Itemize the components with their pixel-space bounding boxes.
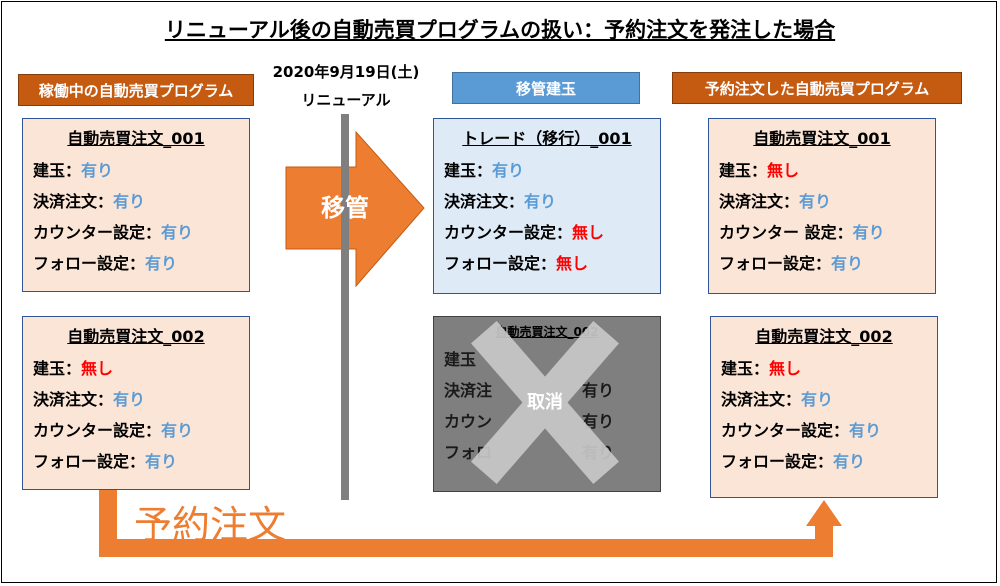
- renewal-date: 2020年9月19日(土) リニューアル: [262, 58, 430, 114]
- card-title: 自動売買注文_002: [755, 327, 893, 346]
- transfer-label: 移管: [321, 194, 369, 222]
- position-row: 建玉: [444, 350, 477, 369]
- follow-row: フォロー設定：無し: [444, 254, 589, 273]
- reservation-arrow-line: [99, 490, 833, 557]
- reservation-arrow-head: [806, 500, 842, 526]
- card-title: トレード（移行）_001: [462, 129, 632, 148]
- follow-row: フォロー設定：有り: [721, 452, 866, 471]
- right-card-002: 自動売買注文_002 建玉：無し 決済注文：有り カウンター設定：有り フォロー…: [710, 316, 938, 498]
- middle-card-trade-001: トレード（移行）_001 建玉：有り 決済注文：有り カウンター設定：無し フォ…: [433, 118, 661, 294]
- right-card-001: 自動売買注文_001 建玉：無し 決済注文：有り カウンター 設定：有り フォロ…: [708, 118, 936, 294]
- position-row: 建玉：有り: [444, 161, 525, 180]
- left-card-001: 自動売買注文_001 建玉：有り 決済注文：有り カウンター設定：有り フォロー…: [22, 118, 250, 292]
- counter-row: カウンター設定：有り: [721, 421, 882, 440]
- settlement-row: 決済注文：有り: [33, 390, 146, 409]
- follow-row: フォロー設定：有り: [33, 452, 178, 471]
- counter-row: カウンター設定：無し: [444, 223, 605, 242]
- header-reserved-programs: 予約注文した自動売買プログラム: [672, 72, 962, 104]
- position-row: 建玉：無し: [721, 359, 802, 378]
- position-row: 建玉：有り: [33, 161, 114, 180]
- renewal-label: リニューアル: [301, 91, 391, 109]
- cancel-x-icon: [471, 321, 619, 484]
- transfer-arrow: [285, 130, 425, 288]
- card-title: 自動売買注文_002: [67, 327, 205, 346]
- position-row: 建玉：無し: [33, 359, 114, 378]
- settlement-row: 決済注文：有り: [719, 192, 832, 211]
- header-running-programs: 稼働中の自動売買プログラム: [18, 74, 254, 106]
- card-title: 自動売買注文_001: [753, 129, 891, 148]
- settlement-row: 決済注文：有り: [33, 192, 146, 211]
- renewal-timeline: [341, 114, 349, 500]
- cancel-label: 取消: [527, 392, 563, 413]
- header-transferred-positions: 移管建玉: [452, 72, 640, 104]
- counter-row: カウンター 設定：有り: [719, 223, 885, 242]
- counter-row: カウン有り: [444, 412, 615, 431]
- diagram-title: リニューアル後の自動売買プログラムの扱い：予約注文を発注した場合: [164, 18, 836, 42]
- counter-row: カウンター設定：有り: [33, 421, 194, 440]
- settlement-row: 決済注文：有り: [721, 390, 834, 409]
- date-label: 2020年9月19日(土): [272, 63, 420, 81]
- settlement-row: 決済注有り: [444, 381, 615, 400]
- position-row: 建玉：無し: [719, 161, 800, 180]
- reservation-label: 予約注文: [134, 503, 287, 547]
- settlement-row: 決済注文：有り: [444, 192, 557, 211]
- card-title: 自動売買注文_002: [495, 325, 599, 339]
- follow-row: フォロー設定：有り: [33, 254, 178, 273]
- card-title: 自動売買注文_001: [67, 129, 205, 148]
- counter-row: カウンター設定：有り: [33, 223, 194, 242]
- follow-row: フォロー設定：有り: [719, 254, 864, 273]
- left-card-002: 自動売買注文_002 建玉：無し 決済注文：有り カウンター設定：有り フォロー…: [22, 316, 250, 490]
